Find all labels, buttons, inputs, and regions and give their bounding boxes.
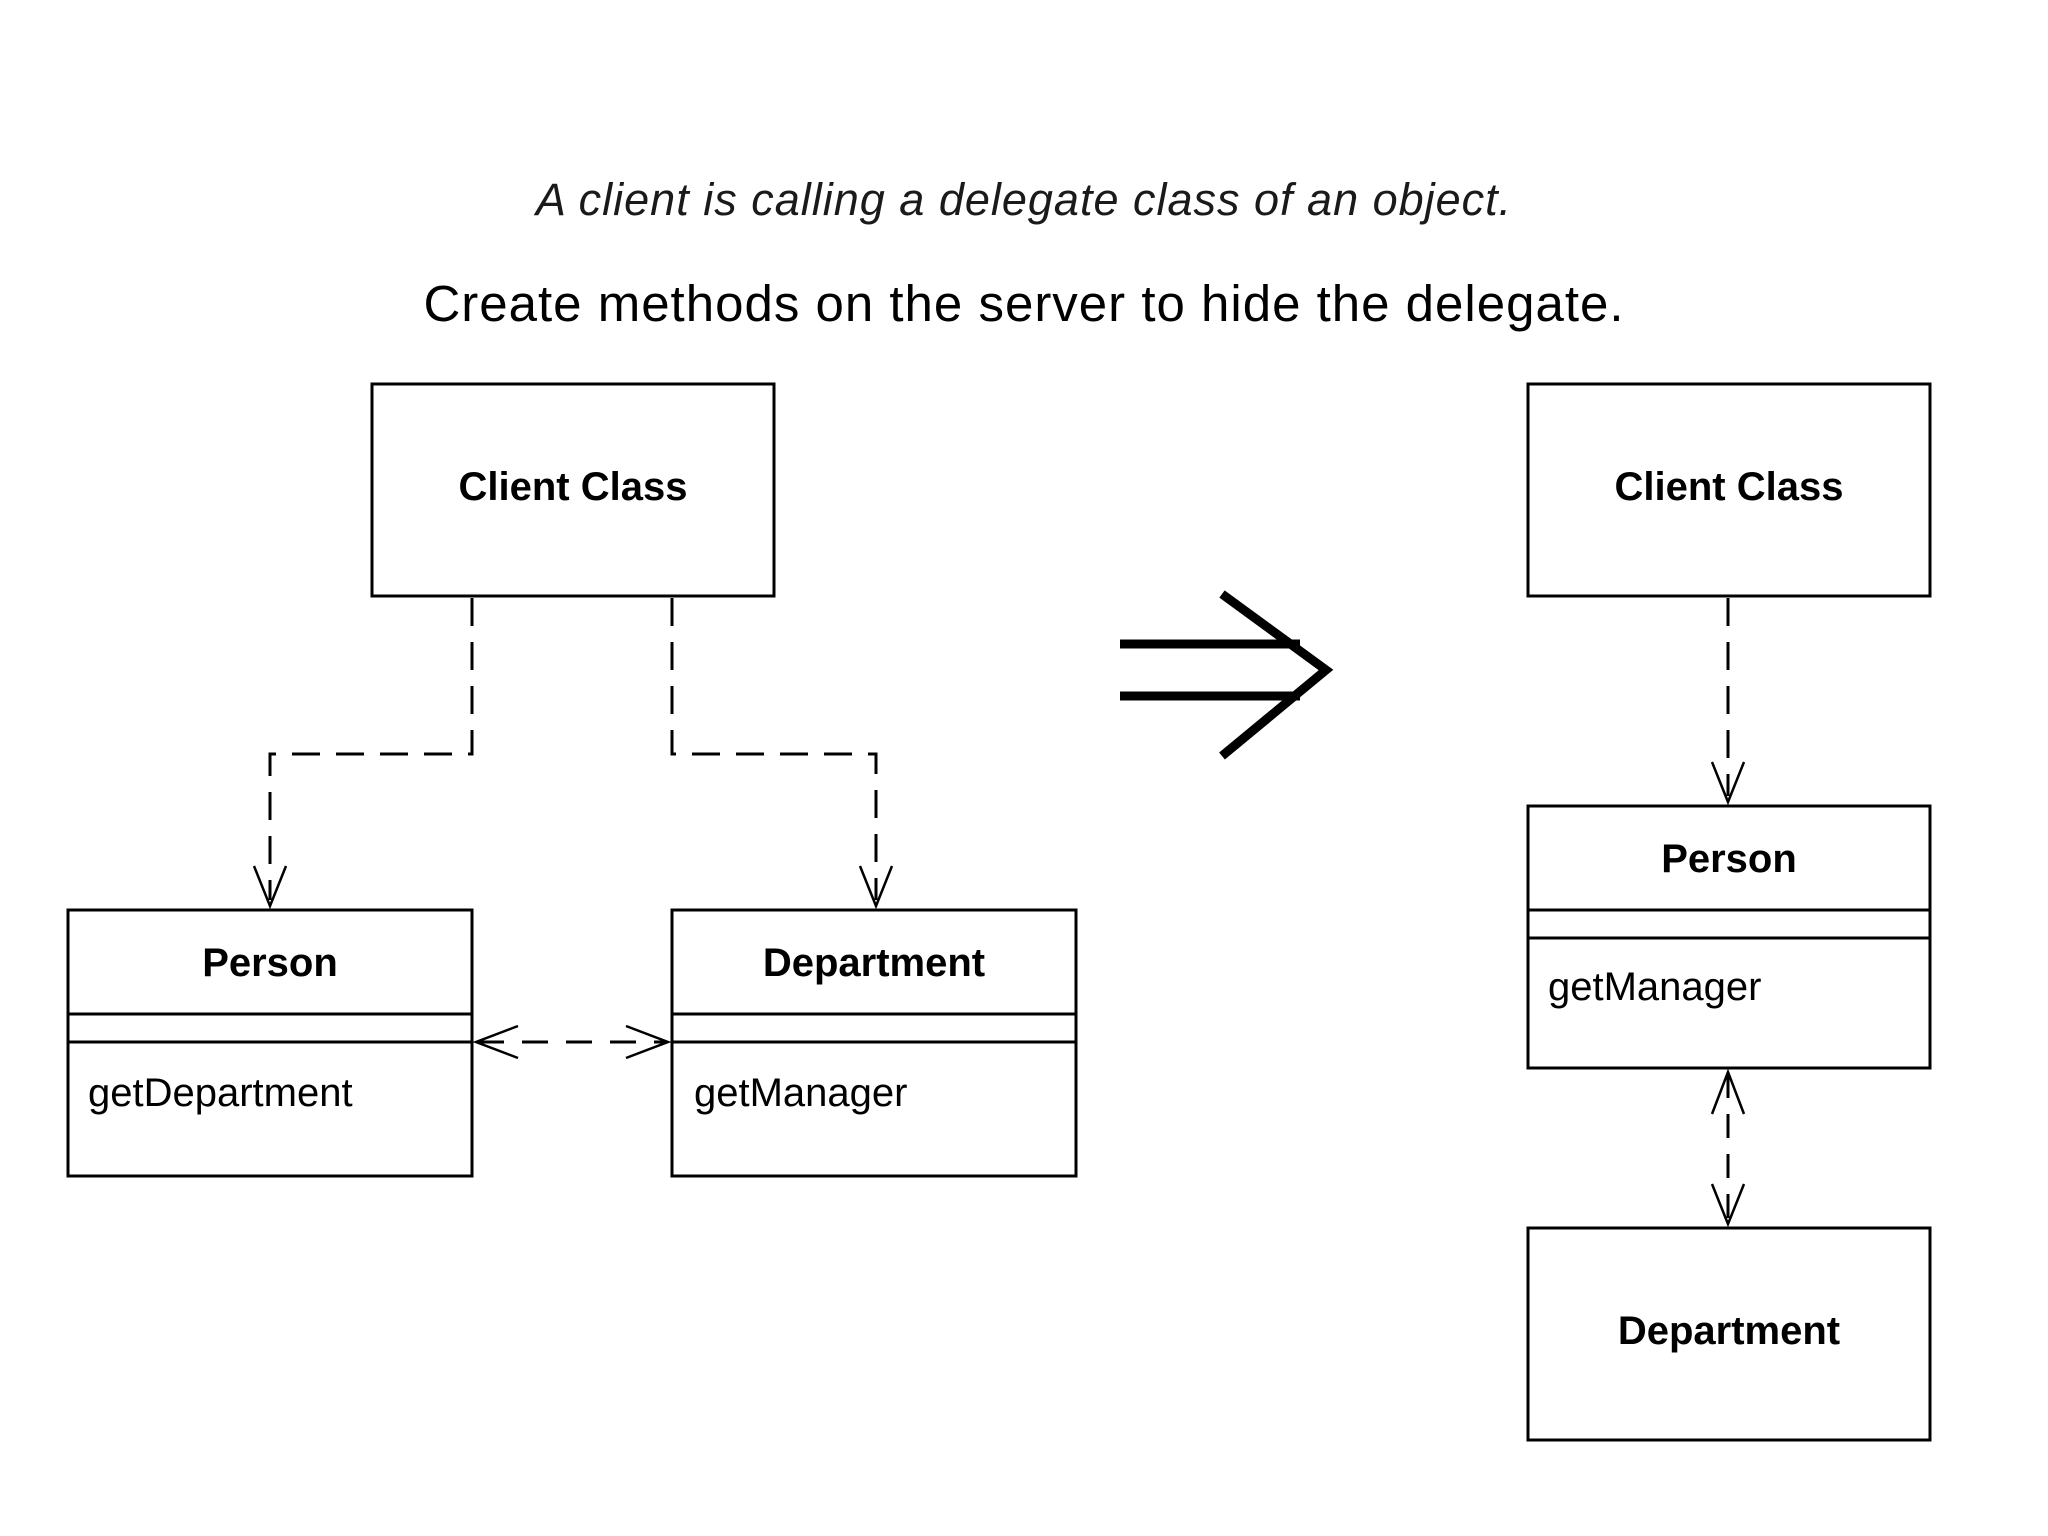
before-client-department-dependency: [670, 598, 878, 900]
before-department-arrowhead: [858, 865, 894, 910]
before-client-class-box: Client Class: [370, 382, 776, 598]
after-person-arrowhead: [1710, 761, 1746, 806]
before-person-label: Person: [202, 941, 338, 985]
after-person-class-box: Person getManager: [1526, 804, 1932, 1070]
double-arrow-right-icon: [1120, 590, 1334, 760]
before-association-left-arrowhead: [472, 1024, 519, 1060]
before-person-arrowhead: [252, 865, 288, 910]
diagram-subtitle: A client is calling a delegate class of …: [535, 174, 1513, 225]
after-person-label: Person: [1661, 837, 1797, 881]
before-client-person-dependency: [268, 598, 474, 900]
before-diagram: Client Class Person getDepartment Depart…: [66, 382, 1078, 1178]
after-client-class-box: Client Class: [1526, 382, 1932, 598]
after-person-method: getManager: [1548, 965, 1761, 1009]
before-department-label: Department: [763, 941, 985, 985]
before-association-right-arrowhead: [625, 1024, 672, 1060]
after-client-class-label: Client Class: [1615, 465, 1844, 509]
before-department-class-box: Department getManager: [670, 908, 1078, 1178]
before-client-class-label: Client Class: [459, 465, 688, 509]
after-department-class-box: Department: [1526, 1226, 1932, 1442]
before-department-method: getManager: [694, 1071, 907, 1115]
before-person-method: getDepartment: [88, 1071, 353, 1115]
after-association-up-arrowhead: [1710, 1068, 1746, 1115]
after-diagram: Client Class Person getManager Departmen…: [1526, 382, 1932, 1442]
diagram-title: Create methods on the server to hide the…: [423, 275, 1625, 332]
after-association-down-arrowhead: [1710, 1183, 1746, 1228]
after-department-label: Department: [1618, 1309, 1840, 1353]
before-person-class-box: Person getDepartment: [66, 908, 474, 1178]
